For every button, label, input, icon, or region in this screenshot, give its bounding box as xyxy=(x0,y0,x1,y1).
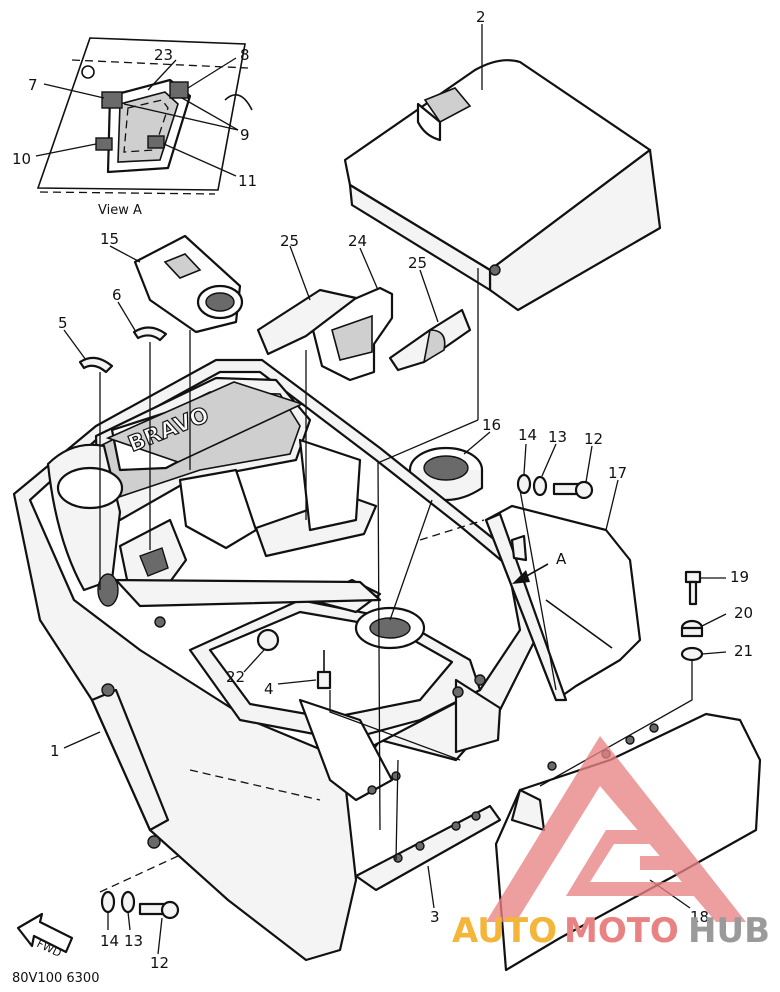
part-labels: 2 8 23 7 9 10 11 View A 15 25 24 25 6 5 … xyxy=(12,8,753,986)
label-part-11: 11 xyxy=(238,172,257,190)
lid-part-2 xyxy=(343,59,662,312)
watermark-text-hub: HUB xyxy=(688,911,770,951)
label-part-13-lower: 13 xyxy=(124,932,143,950)
washer-part-21 xyxy=(680,646,704,662)
washer-part-14-lower xyxy=(100,890,116,914)
watermark-text-moto: MOTO xyxy=(564,911,679,951)
label-part-10: 10 xyxy=(12,150,31,168)
label-part-1: 1 xyxy=(50,742,60,760)
label-part-12-lower: 12 xyxy=(150,954,169,972)
view-a-arrow: A xyxy=(512,550,567,584)
washer-part-13-lower xyxy=(120,890,136,914)
label-part-12-upper: 12 xyxy=(584,430,603,448)
label-part-16: 16 xyxy=(482,416,501,434)
label-part-22: 22 xyxy=(226,668,245,686)
watermark-text-auto: AUTO xyxy=(452,911,557,951)
plug-part-22 xyxy=(256,628,280,652)
label-part-25-right: 25 xyxy=(408,254,427,272)
pin-part-4 xyxy=(316,650,332,690)
clip-part-6 xyxy=(132,326,168,342)
label-part-19: 19 xyxy=(730,568,749,586)
bolt-part-12-upper xyxy=(552,480,594,500)
view-a-caption: View A xyxy=(98,203,142,218)
view-a-inset xyxy=(36,37,253,195)
washer-part-13-upper xyxy=(532,475,548,497)
label-part-14-upper: 14 xyxy=(518,426,537,444)
label-part-2: 2 xyxy=(476,8,486,26)
label-part-4: 4 xyxy=(264,680,274,698)
cup-holder-part-15 xyxy=(133,234,244,334)
grommet-part-16 xyxy=(408,446,484,502)
label-part-20: 20 xyxy=(734,604,753,622)
label-part-3: 3 xyxy=(430,908,440,926)
watermark-triangle-logo xyxy=(486,736,746,922)
plate-part-3 xyxy=(354,804,502,892)
label-part-23: 23 xyxy=(154,46,173,64)
label-part-13-upper: 13 xyxy=(548,428,567,446)
label-part-17: 17 xyxy=(608,464,627,482)
label-part-6: 6 xyxy=(112,286,122,304)
washer-part-14-upper xyxy=(516,473,532,495)
clip-part-5 xyxy=(78,356,114,374)
part-code: 80V100 6300 xyxy=(12,971,99,986)
bravo-logo: BRAVO xyxy=(105,381,305,463)
nut-part-20 xyxy=(680,619,704,638)
label-part-14-lower: 14 xyxy=(100,932,119,950)
label-part-8: 8 xyxy=(240,46,250,64)
arrow-a-label: A xyxy=(556,550,567,568)
label-part-21: 21 xyxy=(734,642,753,660)
watermark: AUTO MOTO HUB xyxy=(452,736,770,951)
bolt-part-12-lower xyxy=(138,900,180,920)
label-part-25-left: 25 xyxy=(280,232,299,250)
side-panel-part-17 xyxy=(484,504,642,702)
pad-part-25-left xyxy=(256,288,358,356)
label-part-15: 15 xyxy=(100,230,119,248)
fwd-arrow: FWD xyxy=(16,912,74,960)
label-part-5: 5 xyxy=(58,314,68,332)
label-part-18: 18 xyxy=(690,908,709,926)
bolt-part-19 xyxy=(684,570,702,606)
pad-part-25-right xyxy=(388,308,472,372)
label-part-9: 9 xyxy=(240,126,250,144)
label-part-7: 7 xyxy=(28,76,38,94)
label-part-24: 24 xyxy=(348,232,367,250)
